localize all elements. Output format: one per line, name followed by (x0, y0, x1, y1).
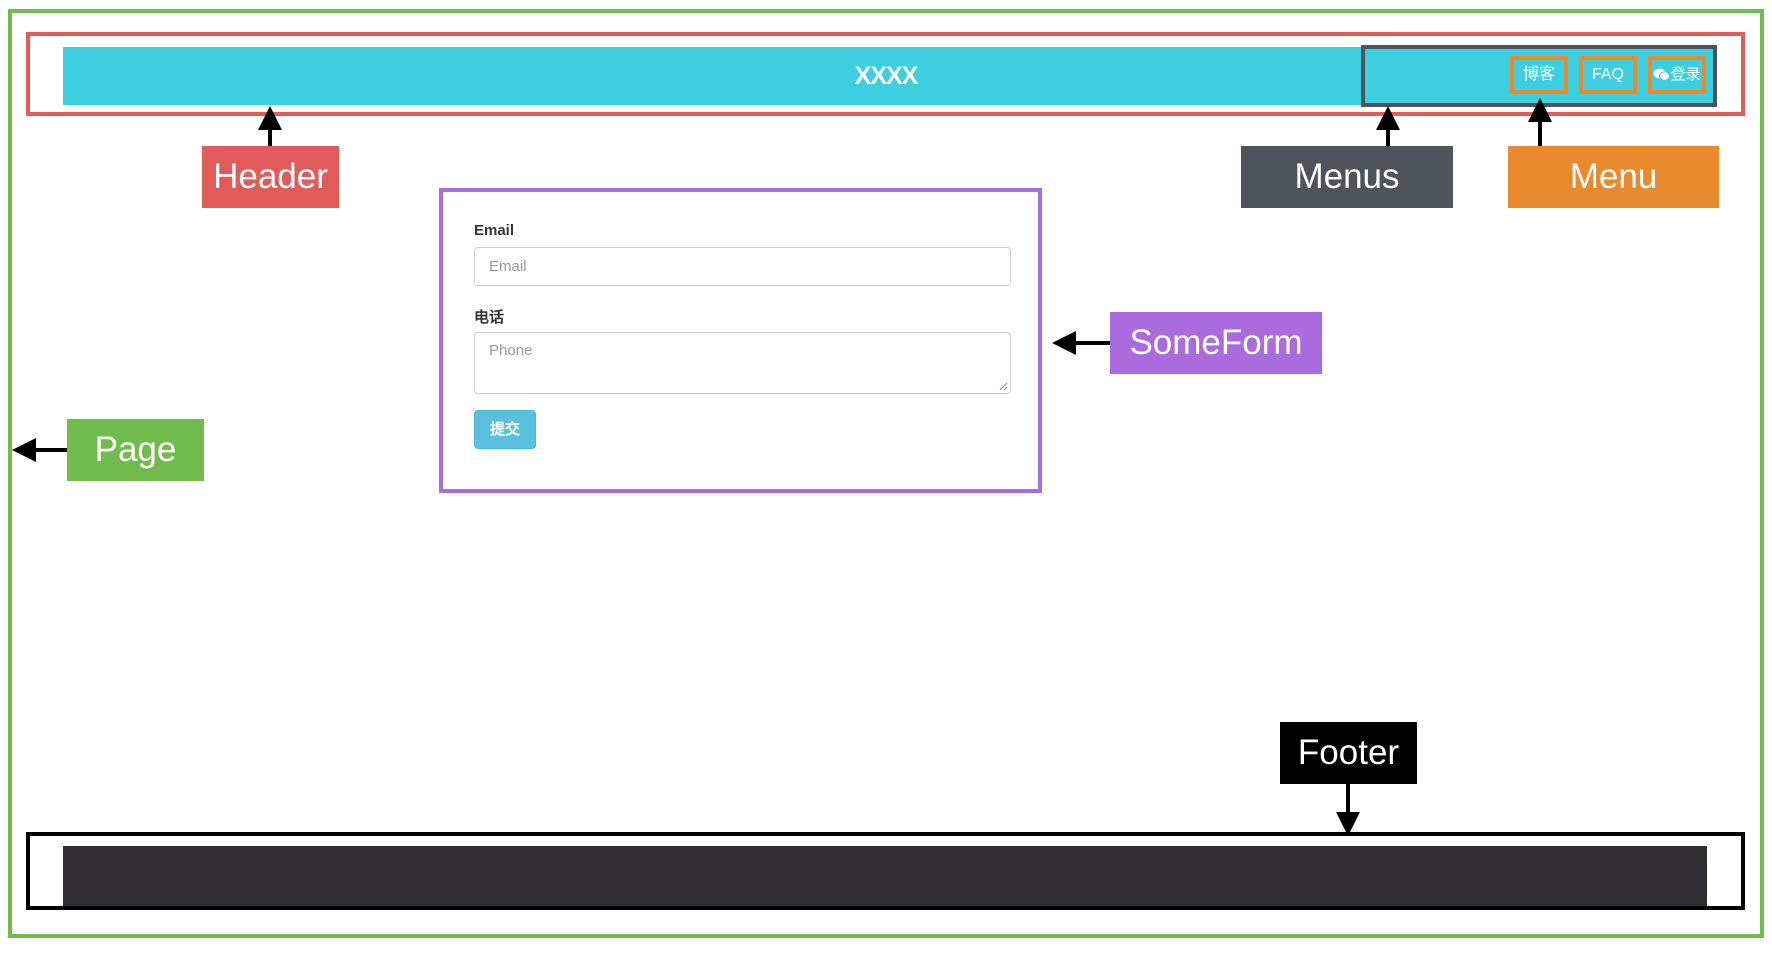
callout-menu: Menu (1508, 146, 1719, 208)
page-outline (8, 9, 1764, 938)
someform-outline (439, 188, 1042, 493)
submit-button[interactable]: 提交 (474, 410, 536, 449)
email-field[interactable] (474, 247, 1011, 286)
header-outline (26, 32, 1745, 116)
callout-page: Page (67, 419, 204, 481)
menu-item-faq[interactable]: FAQ (1579, 56, 1637, 94)
callout-header: Header (202, 146, 339, 208)
menu-item-login-label: 登录 (1670, 66, 1701, 83)
menu-item-faq-label: FAQ (1591, 66, 1624, 83)
callout-footer: Footer (1280, 722, 1417, 784)
email-label: Email (474, 222, 515, 239)
menu-item-blog[interactable]: 博客 (1510, 56, 1568, 94)
menu-item-login[interactable]: 登录 (1648, 56, 1706, 94)
header-bar (63, 47, 1716, 105)
phone-label: 电话 (474, 309, 505, 326)
callout-menus: Menus (1241, 146, 1453, 208)
footer-outline (26, 832, 1745, 910)
wechat-icon (1653, 68, 1671, 81)
callout-someform: SomeForm (1110, 312, 1322, 374)
site-title[interactable]: XXXX (854, 62, 919, 90)
phone-field[interactable] (474, 332, 1011, 394)
footer-bar (63, 846, 1707, 906)
resize-grip-icon[interactable] (999, 382, 1008, 391)
menu-item-blog-label: 博客 (1522, 66, 1555, 83)
